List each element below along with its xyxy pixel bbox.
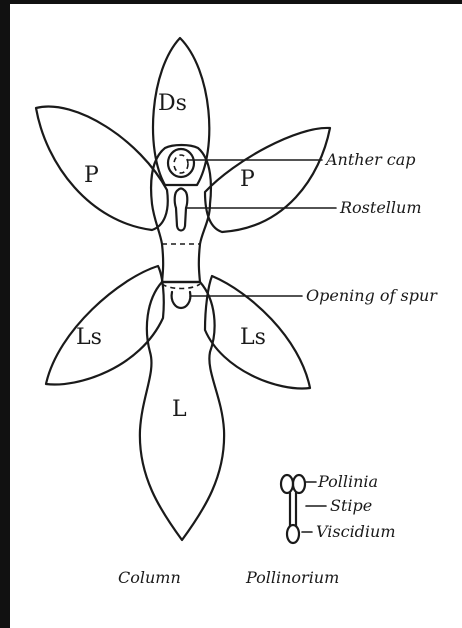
petal-right [205,128,330,232]
pollinarium-drawing [281,475,305,543]
label-labellum: L [172,397,187,422]
label-rostellum: Rostellum [339,198,422,217]
label-petal-right: P [240,167,255,192]
label-anther-cap: Anther cap [324,150,416,169]
label-lateral-sepal-right: Ls [240,325,266,350]
spur-rim [162,284,200,289]
label-dorsal-sepal: Ds [158,91,187,116]
caption-pollinarium: Pollinorium [245,568,339,587]
pollinium-left [281,475,293,493]
viscidium [287,525,299,543]
label-stipe: Stipe [330,496,372,515]
anther-cap-pollinia-outline [174,155,188,173]
rostellum [175,189,188,231]
stipe [290,493,296,526]
column-body [151,145,211,282]
label-petal-left: P [84,163,99,188]
caption-column: Column [118,568,181,587]
pollinium-right [293,475,305,493]
opening-of-spur [172,292,191,308]
label-lateral-sepal-left: Ls [76,325,102,350]
label-pollinia: Pollinia [317,472,378,491]
petal-left [36,107,168,230]
label-viscidium: Viscidium [316,522,396,541]
label-opening-of-spur: Opening of spur [306,286,438,305]
